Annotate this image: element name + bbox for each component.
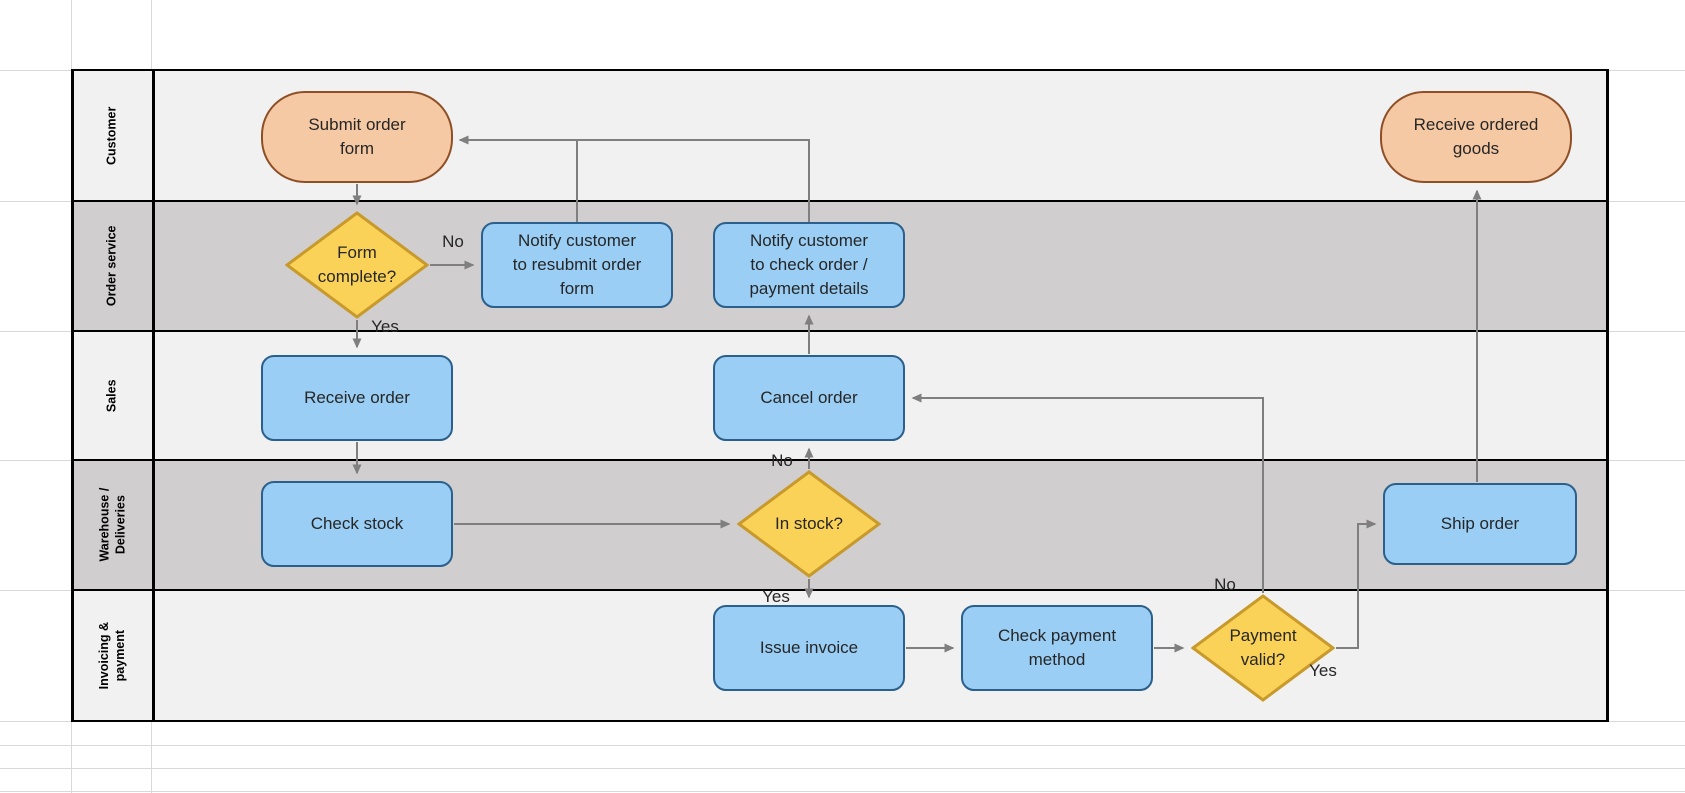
node-label: In stock?	[774, 514, 844, 533]
gridline	[151, 721, 152, 793]
node-label: Form complete?	[317, 243, 397, 286]
edge-paymentvalid-no	[911, 393, 1264, 593]
node-label: Receive order	[304, 388, 410, 407]
node-in-stock[interactable]: In stock?	[737, 470, 881, 578]
node-submit-order-form[interactable]: Submit order form	[261, 91, 453, 183]
edge-label-payment-yes: Yes	[1309, 661, 1337, 680]
table-border	[72, 68, 1608, 72]
edge-notifycheck-to-submit	[458, 135, 810, 223]
node-receive-order[interactable]: Receive order	[261, 355, 453, 441]
node-notify-check[interactable]: Notify customer to check order / payment…	[713, 222, 905, 308]
gridline	[1608, 201, 1685, 202]
edge-label-form-yes: Yes	[371, 317, 399, 336]
node-form-complete[interactable]: Form complete?	[285, 211, 429, 319]
table-border	[1606, 68, 1609, 723]
node-notify-resubmit[interactable]: Notify customer to resubmit order form	[481, 222, 673, 308]
edge-label-stock-yes: Yes	[762, 587, 790, 606]
node-label: Issue invoice	[759, 638, 859, 657]
decision-diamond-shape	[285, 211, 429, 319]
lane-divider	[72, 199, 1608, 203]
gridline	[0, 745, 1685, 746]
gridline	[71, 721, 72, 793]
gridline	[0, 201, 72, 202]
gridline	[151, 0, 152, 70]
node-issue-invoice[interactable]: Issue invoice	[713, 605, 905, 691]
lane-divider	[72, 329, 1608, 333]
node-label: Notify customer to check order / payment…	[749, 231, 869, 298]
gridline	[1608, 721, 1685, 722]
node-check-stock[interactable]: Check stock	[261, 481, 453, 567]
decision-diamond-shape	[1191, 594, 1335, 702]
gridline	[0, 590, 72, 591]
table-border	[71, 68, 74, 723]
gridline	[1608, 590, 1685, 591]
gridline	[0, 70, 72, 71]
node-label: Cancel order	[760, 388, 858, 407]
node-label: Payment valid?	[1229, 626, 1297, 669]
gridline	[1608, 460, 1685, 461]
node-check-payment-method[interactable]: Check payment method	[961, 605, 1153, 691]
gridline	[0, 721, 72, 722]
table-border	[72, 719, 1608, 723]
gridline	[71, 0, 72, 70]
edge-label-form-no: No	[442, 232, 464, 251]
node-ship-order[interactable]: Ship order	[1383, 483, 1577, 565]
node-label: Notify customer to resubmit order form	[512, 231, 642, 298]
gridline	[1608, 70, 1685, 71]
decision-diamond-shape	[737, 470, 881, 578]
node-payment-valid[interactable]: Payment valid?	[1191, 594, 1335, 702]
lane-divider	[72, 588, 1608, 592]
gridline	[0, 768, 1685, 769]
gridline	[0, 460, 72, 461]
gridline	[1608, 331, 1685, 332]
node-label: Check stock	[310, 514, 404, 533]
node-cancel-order[interactable]: Cancel order	[713, 355, 905, 441]
gridline	[0, 791, 1685, 792]
node-receive-ordered-goods[interactable]: Receive ordered goods	[1380, 91, 1572, 183]
label-column-divider	[152, 68, 155, 723]
node-label: Ship order	[1440, 514, 1520, 533]
node-label: Check payment method	[997, 626, 1117, 669]
node-label: Receive ordered goods	[1413, 115, 1539, 158]
edge-label-payment-no: No	[1214, 575, 1236, 594]
lane-divider	[72, 458, 1608, 462]
gridline	[0, 331, 72, 332]
edge-paymentvalid-yes	[1336, 519, 1377, 649]
node-label: Submit order form	[308, 115, 406, 158]
edge-label-stock-no: No	[771, 451, 793, 470]
